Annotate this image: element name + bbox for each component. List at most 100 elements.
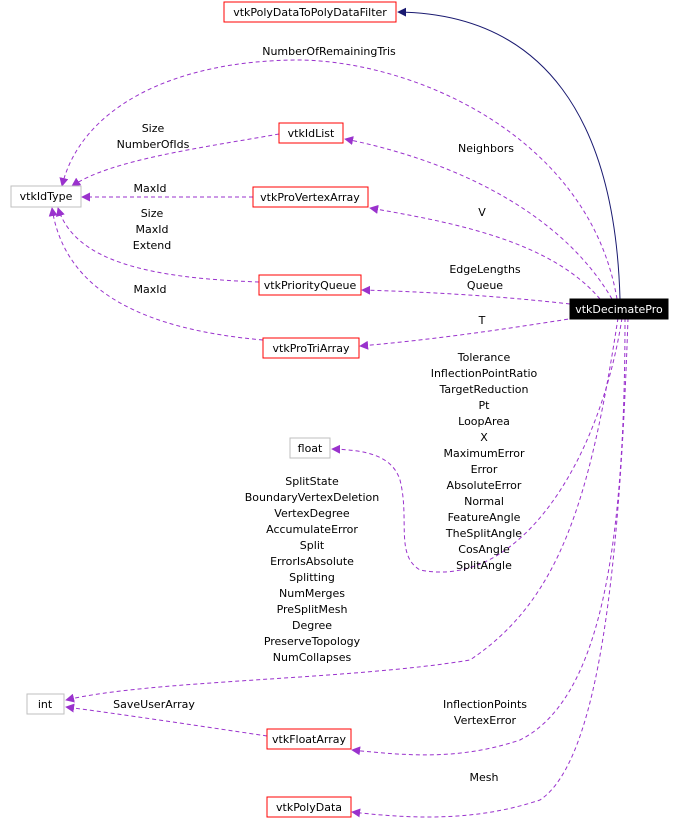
edge-label-line: Size bbox=[142, 122, 165, 135]
edge-label-line: SplitState bbox=[285, 475, 339, 488]
edge-protriarray-to-idtype bbox=[48, 207, 264, 341]
edge-label-line: NumberOfRemainingTris bbox=[262, 45, 396, 58]
edge-label-line: NumberOfIds bbox=[117, 138, 190, 151]
edge-int-members bbox=[65, 317, 619, 703]
edge-label-line: InflectionPointRatio bbox=[431, 367, 538, 380]
edge-t bbox=[359, 317, 576, 350]
node-label: vtkPriorityQueue bbox=[264, 279, 357, 292]
edge-label-line: EdgeLengths bbox=[449, 263, 521, 276]
edge-label-line: V bbox=[478, 206, 486, 219]
edge-inherits-polydatatopolydatafilter bbox=[397, 7, 621, 300]
node-label: float bbox=[298, 442, 323, 455]
edge-label-line: Split bbox=[300, 539, 325, 552]
edge-label-line: AccumulateError bbox=[266, 523, 358, 536]
edge-label-line: Mesh bbox=[470, 771, 499, 784]
node-vtkprotriarray[interactable]: vtkProTriArray bbox=[262, 337, 360, 359]
edge-float-array-members bbox=[351, 317, 626, 756]
edge-label-line: NumCollapses bbox=[273, 651, 352, 664]
edge-label-line: T bbox=[478, 314, 486, 327]
edge-label-line: Normal bbox=[464, 495, 504, 508]
edge-neighbors bbox=[344, 136, 613, 300]
node-box bbox=[266, 728, 352, 750]
node-int[interactable]: int bbox=[26, 693, 65, 715]
node-box bbox=[266, 796, 352, 818]
edge-label-line: TargetReduction bbox=[438, 383, 528, 396]
label-protri-to-idtype: MaxId bbox=[134, 283, 167, 296]
edge-label-line: Splitting bbox=[289, 571, 335, 584]
edge-label-line: X bbox=[480, 431, 488, 444]
edge-label-line: TheSplitAngle bbox=[445, 527, 522, 540]
edge-label-line: MaxId bbox=[134, 283, 167, 296]
edge-label-line: PreserveTopology bbox=[264, 635, 361, 648]
node-box bbox=[289, 437, 331, 459]
edge-label-line: NumMerges bbox=[279, 587, 345, 600]
node-label: vtkProTriArray bbox=[273, 342, 350, 355]
edge-idlist-to-idtype bbox=[71, 133, 280, 187]
edge-priorityqueue-to-idtype bbox=[56, 207, 260, 283]
node-box bbox=[252, 186, 369, 208]
edge-label-line: Error bbox=[471, 463, 498, 476]
node-box bbox=[278, 122, 344, 144]
node-label: vtkIdType bbox=[20, 190, 73, 203]
node-vtkidlist[interactable]: vtkIdList bbox=[278, 122, 344, 144]
edge-edgelengths-queue bbox=[361, 285, 571, 305]
edge-label-line: MaximumError bbox=[443, 447, 524, 460]
node-label: vtkFloatArray bbox=[272, 733, 346, 746]
edge-label-line: Size bbox=[141, 207, 164, 220]
edge-label-line: VertexError bbox=[454, 714, 517, 727]
node-vtkprovertexarray[interactable]: vtkProVertexArray bbox=[252, 186, 369, 208]
edge-label-line: VertexDegree bbox=[274, 507, 350, 520]
edge-label-line: FeatureAngle bbox=[448, 511, 521, 524]
node-label: int bbox=[38, 698, 53, 711]
edge-label-line: SaveUserArray bbox=[113, 698, 195, 711]
label-neighbors: Neighbors bbox=[458, 142, 514, 155]
edge-label-line: SplitAngle bbox=[456, 559, 512, 572]
edge-label-line: MaxId bbox=[134, 182, 167, 195]
node-vtkpriorityqueue[interactable]: vtkPriorityQueue bbox=[258, 274, 362, 296]
label-provertex-to-idtype: MaxId bbox=[134, 182, 167, 195]
node-box bbox=[569, 298, 669, 320]
edge-number-of-remaining-tris bbox=[59, 59, 618, 300]
edge-save-user-array bbox=[65, 703, 268, 737]
node-label: vtkPolyDataToPolyDataFilter bbox=[233, 6, 387, 19]
edge-float-members bbox=[331, 317, 623, 573]
node-vtkpolydata[interactable]: vtkPolyData bbox=[266, 796, 352, 818]
node-vtkidtype[interactable]: vtkIdType bbox=[10, 185, 82, 208]
edge-label-line: Pt bbox=[479, 399, 491, 412]
node-box bbox=[262, 337, 360, 359]
label-save-user-array: SaveUserArray bbox=[113, 698, 195, 711]
edge-label-line: Queue bbox=[467, 279, 503, 292]
node-vtkfloatarray[interactable]: vtkFloatArray bbox=[266, 728, 352, 750]
label-t: T bbox=[478, 314, 486, 327]
node-float[interactable]: float bbox=[289, 437, 331, 459]
edge-label-line: CosAngle bbox=[458, 543, 510, 556]
node-vtkpolydatatopolydatafilter[interactable]: vtkPolyDataToPolyDataFilter bbox=[223, 1, 397, 23]
edge-label-line: LoopArea bbox=[458, 415, 510, 428]
label-mesh: Mesh bbox=[470, 771, 499, 784]
node-label: vtkIdList bbox=[288, 127, 335, 140]
edge-label-line: Extend bbox=[133, 239, 172, 252]
edge-label-line: Degree bbox=[292, 619, 332, 632]
edge-label-line: InflectionPoints bbox=[443, 698, 527, 711]
label-number-of-remaining-tris: NumberOfRemainingTris bbox=[262, 45, 396, 58]
node-box bbox=[223, 1, 397, 23]
node-box bbox=[10, 185, 82, 208]
edge-label-line: AbsoluteError bbox=[447, 479, 522, 492]
node-box bbox=[26, 693, 65, 715]
node-box bbox=[258, 274, 362, 296]
edge-label-line: Tolerance bbox=[457, 351, 511, 364]
label-v: V bbox=[478, 206, 486, 219]
edge-label-line: MaxId bbox=[136, 223, 169, 236]
node-label: vtkPolyData bbox=[276, 801, 342, 814]
edge-v bbox=[369, 204, 601, 300]
node-vtkdecimatepro[interactable]: vtkDecimatePro bbox=[569, 298, 669, 320]
edge-label-line: BoundaryVertexDeletion bbox=[245, 491, 379, 504]
node-label: vtkDecimatePro bbox=[575, 303, 663, 316]
